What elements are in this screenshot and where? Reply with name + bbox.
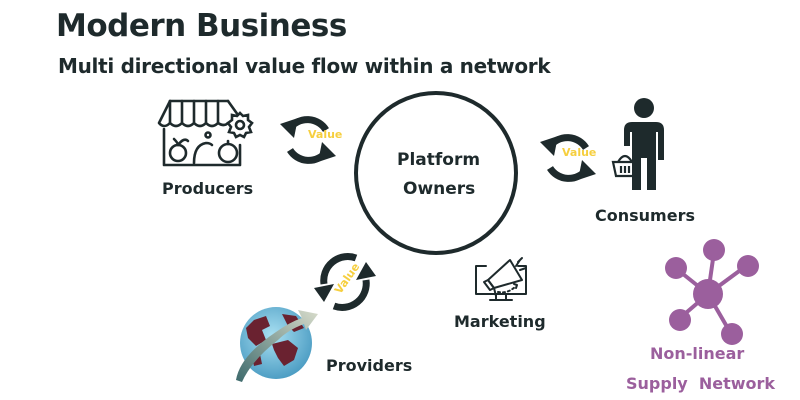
network-label-line2: Supply Network (626, 374, 776, 393)
network-nodes-icon (665, 239, 759, 345)
value-label: Value (562, 146, 597, 159)
producers-label: Producers (162, 179, 254, 198)
market-stall-icon (157, 99, 254, 167)
consumers-node: Consumers (590, 96, 700, 226)
platform-circle (354, 91, 518, 255)
shopper-with-basket-icon (611, 98, 664, 190)
value-flow-providers: Value (312, 250, 382, 316)
page-subtitle: Multi directional value flow within a ne… (58, 54, 551, 78)
marketing-node: Marketing (450, 256, 560, 340)
megaphone-monitor-icon (475, 257, 527, 301)
cycle-arrows-icon (314, 253, 376, 311)
providers-node: Providers (232, 300, 422, 390)
value-flow-producers: Value (276, 108, 346, 174)
cycle-arrows-icon (540, 134, 596, 182)
globe-with-arrow-icon (236, 307, 318, 382)
consumers-label: Consumers (595, 206, 695, 225)
providers-label: Providers (326, 356, 413, 375)
platform-owners-node: Platform Owners (353, 90, 519, 256)
supply-network-node: Non-linear Supply Network (620, 232, 800, 400)
value-label: Value (308, 128, 343, 141)
value-flow-consumers: Value (536, 126, 606, 192)
marketing-label: Marketing (454, 312, 546, 331)
cycle-arrows-icon (280, 116, 336, 164)
network-label-line1: Non-linear (650, 344, 745, 363)
producers-node: Producers (156, 97, 266, 207)
platform-label-line2: Owners (403, 179, 476, 199)
platform-label-line1: Platform (397, 150, 481, 170)
page-title: Modern Business (56, 8, 347, 44)
